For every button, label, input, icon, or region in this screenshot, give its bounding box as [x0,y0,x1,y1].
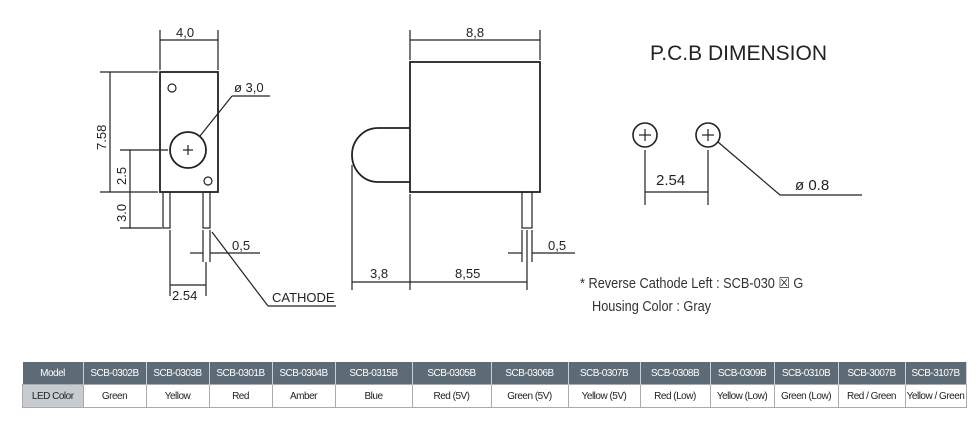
color-cell: Green [82,384,147,408]
svg-text:P.C.B DIMENSION: P.C.B DIMENSION [650,42,827,65]
svg-text:ø 3,0: ø 3,0 [234,80,264,95]
model-cell: SCB-0303B [146,362,210,385]
pcb-hole [632,122,658,148]
model-cell: SCB-0302B [83,362,147,385]
housing-color-note: Housing Color : Gray [592,298,712,315]
svg-text:2.54: 2.54 [656,172,685,189]
color-cell: Yellow (Low) [709,384,775,408]
table-row-color: LED Color Green Yellow Red Amber Blue Re… [22,384,967,408]
model-cell: SCB-0305B [412,362,492,385]
model-cell: SCB-0304B [272,362,336,385]
color-cell: Red / Green [837,384,906,408]
color-cell: Yellow [145,384,210,408]
svg-text:3.0: 3.0 [114,204,129,222]
color-cell: Amber [271,384,336,408]
svg-text:2.54: 2.54 [172,288,197,303]
side-view: 4,0 7.58 2.5 3.0 ø 3,0 0,5 2.54 CATHODE [94,25,336,307]
model-cell: SCB-0306B [491,362,569,385]
pin [162,191,171,229]
model-table: Model SCB-0302B SCB-0303B SCB-0301B SCB-… [22,362,967,408]
svg-text:0,5: 0,5 [232,238,250,253]
model-cell: SCB-0301B [209,362,273,385]
technical-drawing: 4,0 7.58 2.5 3.0 ø 3,0 0,5 2.54 CATHODE … [94,25,862,307]
pin [202,191,211,229]
model-cell: SCB-3007B [838,362,906,385]
model-cell: SCB-3107B [905,362,967,385]
svg-text:2.5: 2.5 [114,167,129,185]
model-cell: SCB-0315B [335,362,413,385]
row-label: LED Color [22,384,84,408]
pin [521,191,533,229]
pcb-dimension: P.C.B DIMENSION 2.54 ø 0.8 [632,42,862,205]
model-cell: SCB-0309B [710,362,775,385]
led-dome [351,127,410,183]
front-view: 8,8 3,8 8,55 0,5 [351,25,575,290]
svg-text:7.58: 7.58 [94,125,109,150]
color-cell: Yellow (5V) [567,384,641,408]
row-label: Model [22,362,84,385]
color-cell: Green (5V) [490,384,569,408]
reverse-cathode-note: * Reverse Cathode Left : SCB-030 ☒ G [580,275,804,292]
svg-text:ø 0.8: ø 0.8 [795,177,829,194]
color-cell: Red [208,384,273,408]
led-lens-circle [169,131,207,169]
svg-text:3,8: 3,8 [370,266,388,281]
svg-text:4,0: 4,0 [176,25,194,40]
table-row-model: Model SCB-0302B SCB-0303B SCB-0301B SCB-… [22,362,967,385]
color-cell: Yellow / Green [904,384,967,408]
pcb-hole [695,122,721,148]
svg-text:CATHODE: CATHODE [272,290,335,305]
model-cell: SCB-0308B [640,362,711,385]
model-cell: SCB-0310B [774,362,839,385]
svg-text:8,55: 8,55 [455,266,480,281]
svg-text:0,5: 0,5 [548,238,566,253]
svg-text:8,8: 8,8 [466,25,484,40]
color-cell: Green (Low) [773,384,839,408]
color-cell: Red (Low) [639,384,711,408]
color-cell: Blue [334,384,413,408]
model-cell: SCB-0307B [568,362,641,385]
color-cell: Red (5V) [411,384,492,408]
